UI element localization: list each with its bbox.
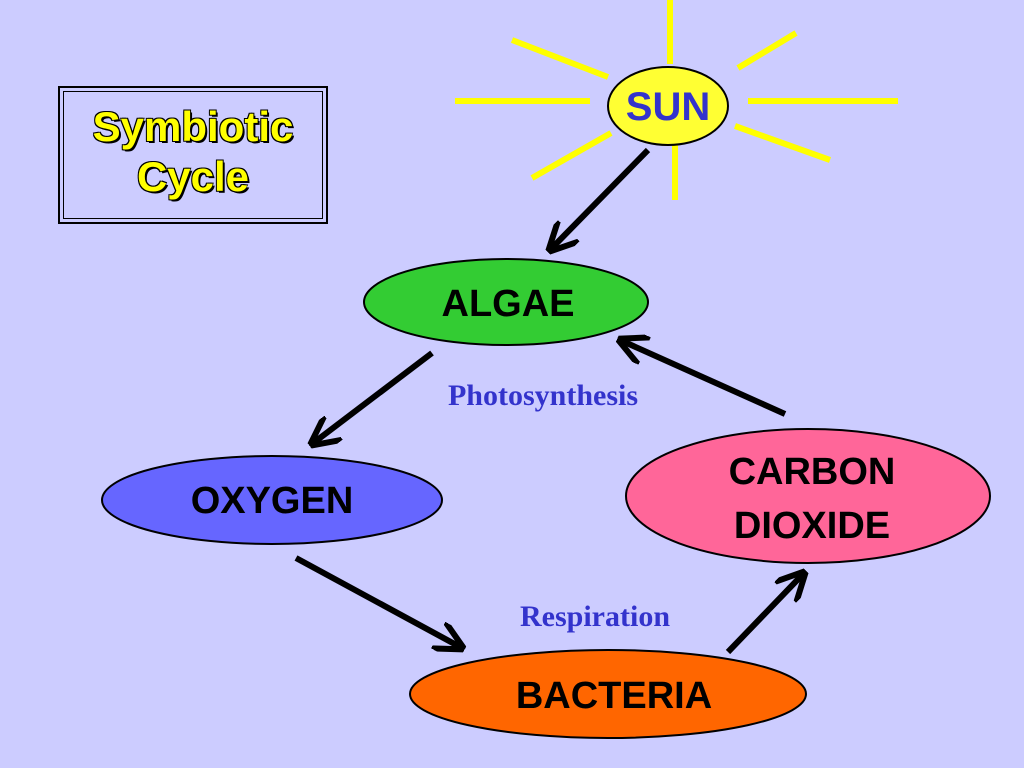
carbon-dioxide-label-line-1: CARBON — [729, 451, 896, 493]
arrow-oxygen-to-bacteria — [294, 555, 462, 648]
arrow-sun-to-algae — [550, 147, 651, 250]
arrow-algae-to-oxygen — [312, 350, 434, 444]
oxygen-node — [101, 455, 443, 545]
carbon-dioxide-node — [625, 428, 991, 564]
arrow-co2-to-algae — [620, 340, 787, 417]
sun-rays — [455, 0, 898, 200]
oxygen-label: OXYGEN — [191, 480, 354, 522]
carbon-dioxide-label-line-2: DIOXIDE — [734, 505, 890, 547]
algae-node — [363, 258, 649, 346]
sun-ray — [736, 30, 798, 71]
algae-label: ALGAE — [442, 283, 575, 325]
title-box: Symbiotic Cycle — [58, 86, 328, 224]
arrows — [294, 147, 804, 655]
bacteria-node — [409, 649, 807, 739]
arrow-bacteria-to-co2 — [725, 573, 804, 655]
sun-ray — [530, 130, 613, 181]
sun-ray — [510, 37, 610, 80]
photosynthesis-label: Photosynthesis — [448, 379, 638, 412]
sun-ray — [733, 123, 832, 163]
respiration-label: Respiration — [520, 600, 670, 633]
bacteria-label: BACTERIA — [516, 675, 712, 717]
sun-node — [607, 66, 729, 146]
sun-label: SUN — [626, 85, 710, 129]
